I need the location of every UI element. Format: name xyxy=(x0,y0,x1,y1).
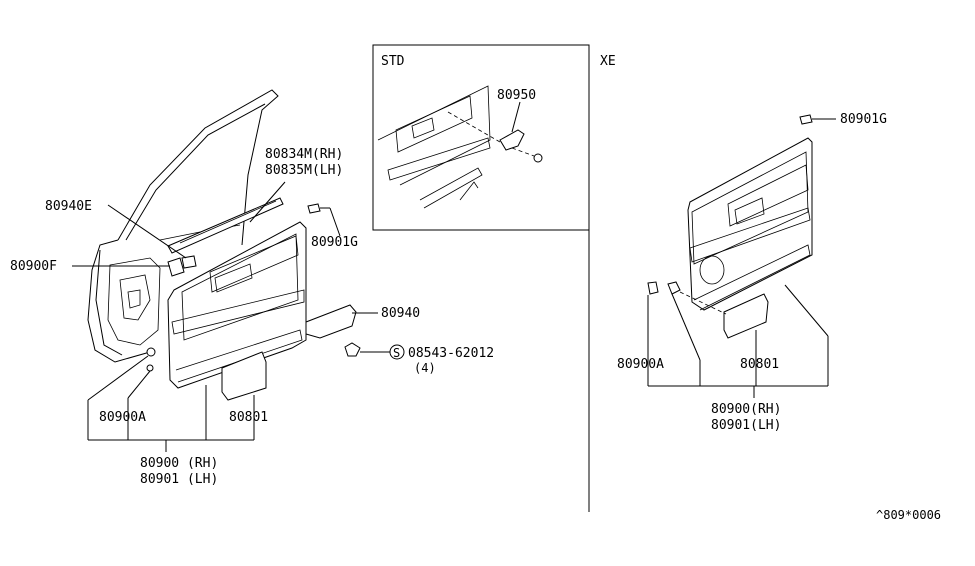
label-80900f: 80900F xyxy=(10,259,57,274)
door-frame-drawing xyxy=(87,89,279,363)
screw-symbol: S xyxy=(393,346,400,360)
screw-symbol-circle xyxy=(389,344,405,360)
clip-80900a-2 xyxy=(146,364,154,372)
label-screw-part: 08543-62012 xyxy=(408,346,494,361)
clip-80900f xyxy=(167,257,185,277)
screw-08543 xyxy=(344,342,361,357)
label-80940e: 80940E xyxy=(45,199,92,214)
label-std-80950: 80950 xyxy=(497,88,536,103)
xe-clip-80900a xyxy=(647,281,659,295)
std-label: STD xyxy=(381,54,405,69)
std-screw xyxy=(533,153,543,163)
pocket-80801 xyxy=(221,351,267,401)
label-80900a: 80900A xyxy=(99,410,146,425)
leader-lines-xe xyxy=(647,118,836,398)
armrest-80940 xyxy=(305,304,357,339)
std-inset-frame xyxy=(372,44,590,231)
std-handle-80950 xyxy=(499,129,525,151)
door-trim-panel xyxy=(167,221,307,389)
label-screw-qty: (4) xyxy=(414,361,436,375)
label-80940: 80940 xyxy=(381,306,420,321)
xe-screw xyxy=(667,281,681,295)
weatherstrip-80834m xyxy=(167,197,284,254)
leader-lines-left xyxy=(72,181,390,452)
label-xe-80801: 80801 xyxy=(740,357,779,372)
xe-pocket-80801 xyxy=(723,293,769,339)
label-xe-80901g: 80901G xyxy=(840,112,887,127)
label-80835m: 80835M(LH) xyxy=(265,163,343,178)
std-panel-detail xyxy=(377,85,491,209)
leader-lines-std xyxy=(447,101,535,157)
xe-clip-80901g xyxy=(799,114,813,125)
label-80901g: 80901G xyxy=(311,235,358,250)
diagram-code: ^809*0006 xyxy=(876,508,941,522)
clip-80900a-1 xyxy=(146,347,156,357)
label-xe-80901-lh: 80901(LH) xyxy=(711,418,781,433)
label-xe-80900-rh: 80900(RH) xyxy=(711,402,781,417)
label-xe-80900a: 80900A xyxy=(617,357,664,372)
clip-80940e xyxy=(181,255,197,269)
label-80901-lh: 80901 (LH) xyxy=(140,472,218,487)
label-80834m: 80834M(RH) xyxy=(265,147,343,162)
label-80801: 80801 xyxy=(229,410,268,425)
xe-label: XE xyxy=(600,54,616,69)
clip-80901g xyxy=(307,203,321,214)
xe-door-trim-panel xyxy=(687,137,813,311)
label-80900-rh: 80900 (RH) xyxy=(140,456,218,471)
